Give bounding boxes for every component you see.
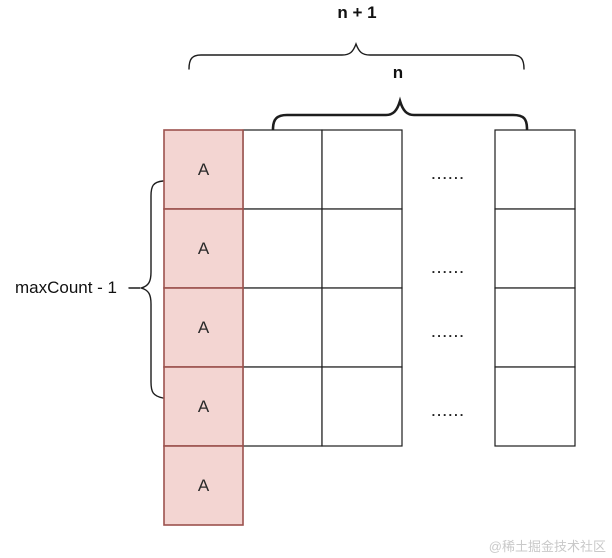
top-brace-label: n + 1 (337, 3, 377, 22)
white-grid (242, 129, 403, 447)
highlight-cell (163, 287, 244, 368)
watermark: @稀土掘金技术社区 (488, 539, 606, 554)
grid-cell (242, 366, 323, 447)
highlight-cell (163, 366, 244, 447)
grid-cell (242, 129, 323, 210)
highlight-cell (163, 208, 244, 289)
ellipsis-row: ...... (431, 325, 466, 340)
ellipsis-row: ...... (431, 167, 466, 182)
inner-brace-label: n (392, 63, 404, 82)
grid-cell (321, 129, 403, 210)
grid-cell (242, 287, 323, 368)
grid-cell (321, 208, 403, 289)
highlight-cell-label: A (197, 238, 210, 258)
ellipsis-row: ...... (431, 261, 466, 276)
grid-cell (242, 208, 323, 289)
highlight-cell-label: A (197, 317, 210, 337)
maxcount-label: maxCount - 1 (14, 278, 118, 297)
inner-brace-n (271, 96, 529, 131)
tail-column (494, 129, 576, 447)
highlight-cell-label: A (197, 475, 210, 495)
grid-cell (321, 287, 403, 368)
left-brace-maxcount (140, 180, 164, 399)
grid-cell (494, 129, 576, 210)
highlight-column (163, 129, 244, 526)
highlight-cell-label: A (197, 396, 210, 416)
grid-cell (494, 366, 576, 447)
grid-cell (494, 287, 576, 368)
highlight-cell (163, 445, 244, 526)
grid-cell (494, 208, 576, 289)
highlight-cell-label: A (197, 159, 210, 179)
top-brace-n-plus-1 (188, 42, 525, 70)
ellipsis-row: ...... (431, 404, 466, 419)
grid-cell (321, 366, 403, 447)
